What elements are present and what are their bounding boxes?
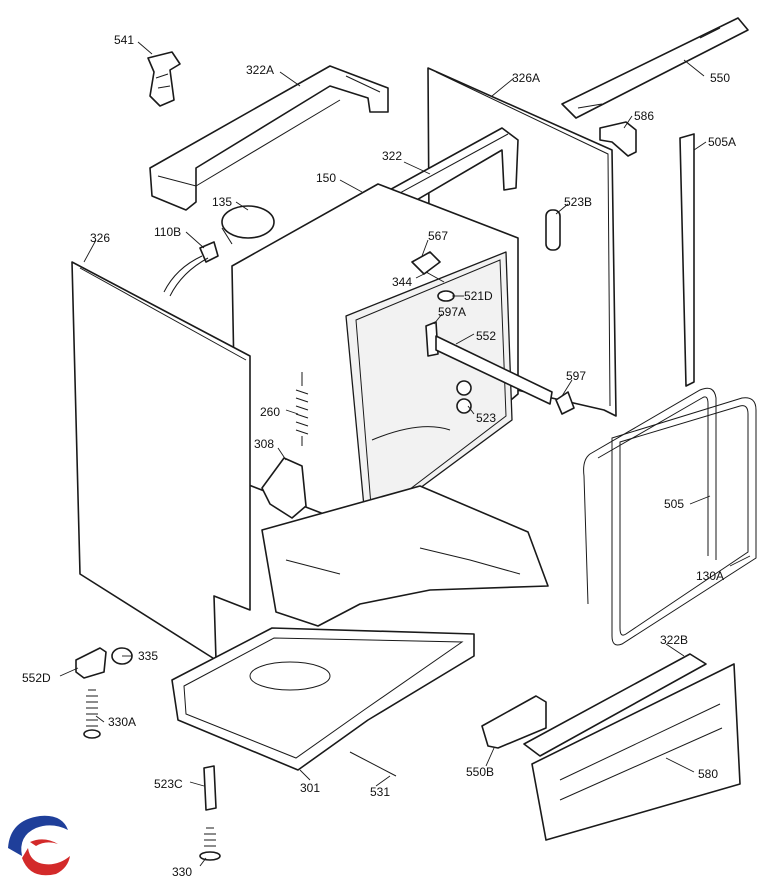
label-567: 567 — [428, 229, 448, 243]
part-330A — [83, 689, 101, 739]
label-301: 301 — [300, 781, 320, 795]
label-130A: 130A — [696, 569, 724, 583]
label-326: 326 — [90, 231, 110, 245]
label-110B: 110B — [154, 225, 181, 239]
part-521D — [437, 290, 455, 302]
part-586 — [599, 121, 637, 157]
part-308 — [261, 457, 307, 519]
part-550 — [561, 17, 749, 119]
part-301 — [171, 627, 475, 771]
label-550: 550 — [710, 71, 730, 85]
label-550B: 550B — [466, 765, 494, 779]
label-330: 330 — [172, 865, 192, 879]
part-580 — [531, 663, 741, 841]
label-521D: 521D — [464, 289, 493, 303]
base-frame — [261, 485, 549, 627]
label-135: 135 — [212, 195, 232, 209]
label-597: 597 — [566, 369, 586, 383]
part-523C — [203, 765, 217, 811]
part-330 — [199, 827, 221, 861]
label-505: 505 — [664, 497, 684, 511]
part-135 — [221, 205, 275, 245]
label-586: 586 — [634, 109, 654, 123]
label-322B: 322B — [660, 633, 688, 647]
part-260 — [295, 372, 309, 446]
label-552D: 552D — [22, 671, 51, 685]
part-597A — [425, 321, 439, 357]
part-531 — [349, 751, 397, 777]
part-110B — [163, 241, 219, 297]
label-335: 335 — [138, 649, 158, 663]
label-150: 150 — [316, 171, 336, 185]
label-597A: 597A — [438, 305, 466, 319]
leader-lines — [59, 41, 751, 867]
part-322A — [149, 65, 389, 211]
label-344: 344 — [392, 275, 412, 289]
label-580: 580 — [698, 767, 718, 781]
label-505A: 505A — [708, 135, 736, 149]
label-326A: 326A — [512, 71, 540, 85]
part-130A — [611, 397, 757, 646]
brand-swoosh-icon — [8, 815, 70, 876]
label-531: 531 — [370, 785, 390, 799]
label-322: 322 — [382, 149, 402, 163]
part-322B — [523, 653, 707, 757]
label-523C: 523C — [154, 777, 183, 791]
label-541: 541 — [114, 33, 134, 47]
part-541 — [147, 51, 181, 107]
label-260: 260 — [260, 405, 280, 419]
part-552 — [435, 335, 553, 405]
part-597 — [555, 391, 575, 415]
label-330A: 330A — [108, 715, 136, 729]
label-523: 523 — [476, 411, 496, 425]
label-308: 308 — [254, 437, 274, 451]
part-567 — [411, 251, 441, 275]
label-552: 552 — [476, 329, 496, 343]
label-523B: 523B — [564, 195, 592, 209]
part-550B — [481, 695, 547, 749]
part-523 — [456, 380, 472, 414]
label-322A: 322A — [246, 63, 274, 77]
part-326 — [71, 261, 251, 661]
part-344 — [425, 271, 445, 283]
part-505A — [679, 133, 695, 387]
part-552D — [75, 647, 107, 679]
part-505 — [583, 387, 717, 605]
